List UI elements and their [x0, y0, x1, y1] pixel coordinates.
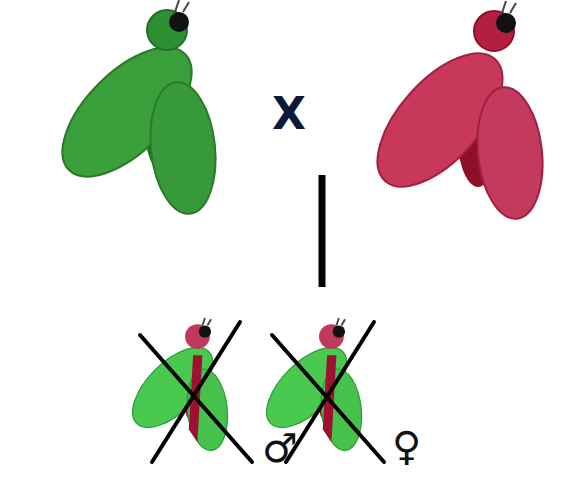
green-fly — [41, 0, 222, 217]
hybrid-fly — [119, 318, 231, 453]
cross-sign: X — [272, 92, 306, 136]
female-symbol: ♀ — [392, 426, 421, 466]
red-fly — [355, 1, 548, 222]
male-symbol: ♂ — [262, 428, 298, 468]
cross-line — [319, 175, 326, 287]
